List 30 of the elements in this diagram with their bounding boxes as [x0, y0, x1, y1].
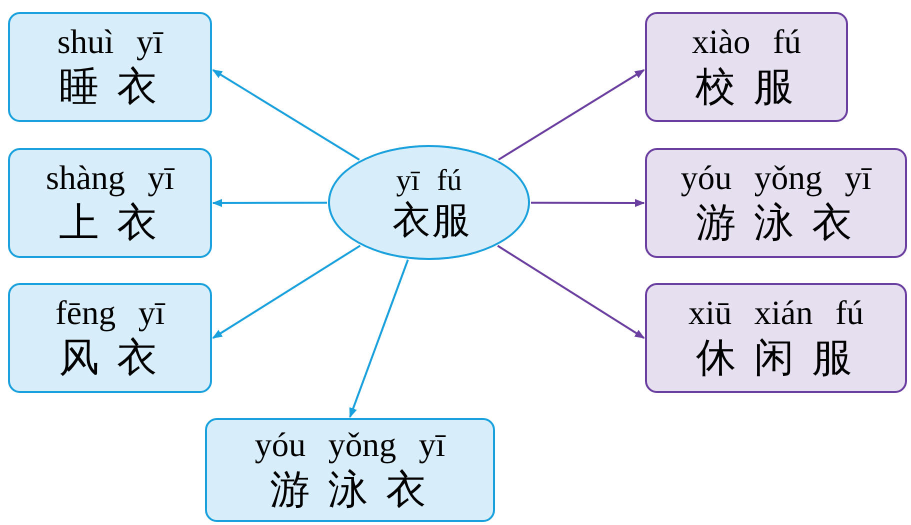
arrow — [531, 198, 645, 207]
pinyin-text: yóu yǒng yī — [680, 159, 872, 199]
word-box — [8, 12, 212, 122]
pinyin-text: yóu yǒng yī — [254, 426, 446, 466]
hanzi-text: 风 衣 — [59, 334, 161, 382]
word-box — [8, 148, 212, 258]
word-box — [645, 283, 907, 393]
hanzi-text: 睡 衣 — [59, 63, 161, 111]
hanzi-text: 休 闲 服 — [696, 334, 856, 382]
arrow — [349, 259, 409, 418]
arrow — [498, 69, 645, 161]
word-box — [645, 148, 907, 258]
word-box — [645, 12, 848, 122]
pinyin-text: xiū xián fú — [688, 294, 864, 334]
word-box — [8, 283, 212, 393]
pinyin-text: shàng yī — [46, 159, 174, 199]
pinyin-text: shuì yī — [57, 23, 163, 63]
arrow — [212, 244, 361, 339]
arrow — [212, 69, 360, 161]
arrow — [212, 198, 327, 207]
pinyin-text: yī fú — [396, 162, 462, 198]
pinyin-text: fēng yī — [55, 294, 165, 334]
hanzi-text: 游 泳 衣 — [696, 199, 856, 247]
hanzi-text: 衣 服 — [392, 198, 466, 242]
hanzi-text: 上 衣 — [59, 199, 161, 247]
pinyin-text: xiào fú — [692, 23, 802, 63]
hanzi-text: 游 泳 衣 — [270, 466, 430, 514]
hanzi-text: 校 服 — [696, 63, 798, 111]
word-box — [205, 418, 495, 522]
arrow — [497, 244, 645, 339]
